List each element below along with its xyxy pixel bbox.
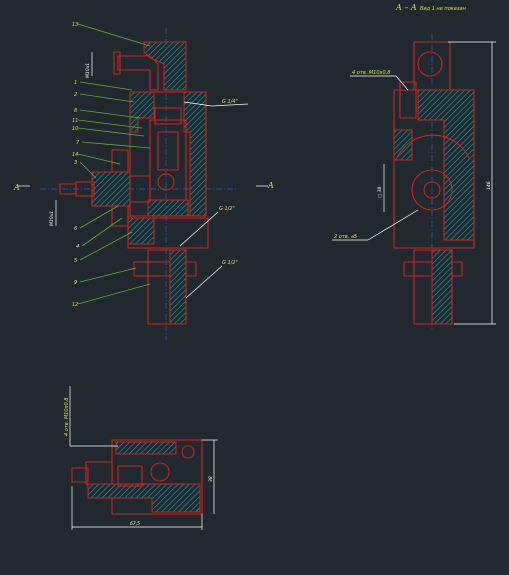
part-number-6: 6 (74, 226, 77, 232)
side-port-seat (129, 175, 151, 203)
part-number-2: 2 (74, 92, 77, 98)
top-view-bolt (181, 445, 195, 459)
leader-part-1 (79, 81, 133, 91)
elbow-nut (113, 51, 121, 75)
leader-thread-mid (183, 101, 213, 107)
part-number-9: 9 (74, 280, 77, 286)
front-view: M10x1 M10x1 G 1/4" G 1/2" G 1/2" A A (13, 28, 274, 340)
valve-ball (157, 173, 175, 191)
section-rotor-hub (423, 181, 441, 199)
part-number-4: 4 (76, 244, 79, 250)
leader-part-9 (79, 267, 137, 283)
leader-part-2 (79, 93, 135, 103)
section-outlet (413, 249, 453, 325)
lower-body (127, 217, 209, 249)
leader-part-13 (77, 23, 151, 47)
lower-left-block (127, 217, 155, 245)
dim-thread-top: M10x1 (85, 63, 91, 78)
section-mark-right-letter: A (267, 181, 274, 190)
section-mark-left: A (13, 183, 30, 192)
top-view-seat (117, 465, 143, 487)
section-arc (395, 134, 471, 161)
outlet-pipe (147, 249, 187, 325)
dim-top-view-height: 38 (208, 476, 214, 482)
top-view: 4 отв. M10x0,8 67,5 38 (64, 386, 218, 530)
section-outlet-wall (431, 249, 453, 325)
part-number-5: 5 (74, 258, 77, 264)
elbow-inlet (117, 55, 159, 91)
part-number-7: 7 (76, 140, 80, 146)
leader-thread-low (179, 211, 219, 247)
part-number-12: 12 (72, 302, 78, 308)
section-title-letters: A – A (395, 3, 417, 12)
section-top-bore (417, 51, 443, 77)
note-holes: 4 отв. M10x0,8 (352, 70, 390, 76)
leader-thread-bottom (185, 265, 223, 299)
callout-thread-low: G 1/2" (219, 206, 235, 212)
leader-thread-mid-shelf (211, 103, 249, 107)
part-number-1: 1 (74, 80, 77, 86)
leader-part-3 (79, 161, 97, 179)
section-mark-right: A (256, 181, 274, 190)
callout-thread-bottom: G 1/2" (222, 260, 238, 266)
part-number-10: 10 (72, 126, 78, 132)
top-view-port-nut (71, 467, 89, 483)
outlet-pipe-wall (169, 249, 187, 325)
callout-thread-mid: G 1/4" (222, 99, 238, 105)
top-view-lower-wall (87, 483, 201, 513)
body-bottom-flange (147, 199, 189, 217)
dim-width: 67,5 (130, 521, 140, 527)
side-port-body (91, 171, 131, 207)
leader-part-6 (79, 205, 119, 229)
note-drain: 2 отв. ⌀5 (334, 234, 357, 240)
leader-part-5 (79, 231, 133, 261)
top-view-bore (150, 462, 170, 482)
lock-nut (133, 261, 197, 277)
section-mark-left-letter: A (13, 183, 20, 192)
section-rotor (411, 169, 453, 211)
dim-thread-side: M10x1 (49, 211, 55, 226)
section-view: 146 □ 38 4 отв. M10x0,8 2 отв. ⌀5 (332, 34, 496, 330)
leader-part-4 (81, 217, 123, 247)
dim-square: □ 38 (377, 186, 383, 198)
leader-drain (367, 209, 419, 241)
part-number-14: 14 (72, 152, 78, 158)
part-number-3: 3 (74, 160, 77, 166)
body-right-wall (183, 91, 207, 217)
valve-spool (157, 131, 179, 171)
side-upper-bracket (111, 149, 129, 173)
note-top-holes: 4 отв. M10x0,8 (64, 398, 70, 436)
leader-holes (395, 75, 409, 91)
leader-part-10 (77, 127, 145, 137)
leader-part-7 (81, 141, 151, 149)
dim-height: 146 (486, 181, 492, 190)
part-number-11: 11 (72, 118, 78, 124)
elbow-fitting (143, 41, 187, 91)
leader-part-11 (77, 119, 143, 129)
section-title-note: Вид 1 не показан (420, 6, 467, 12)
top-view-port (85, 461, 113, 485)
section-left-lug (393, 129, 413, 161)
part-number-13: 13 (72, 22, 78, 28)
side-port-pipe (59, 183, 77, 195)
valve-cap (154, 107, 182, 125)
leader-part-14 (77, 153, 121, 165)
section-body-right (417, 89, 475, 241)
section-stud (399, 81, 417, 119)
section-body (393, 89, 475, 249)
leader-part-8 (79, 109, 141, 119)
leader-part-12 (77, 283, 151, 305)
part-number-8: 8 (74, 108, 77, 114)
section-title: A – A Вид 1 не показан (395, 3, 467, 12)
top-view-upper-wall (115, 441, 177, 455)
